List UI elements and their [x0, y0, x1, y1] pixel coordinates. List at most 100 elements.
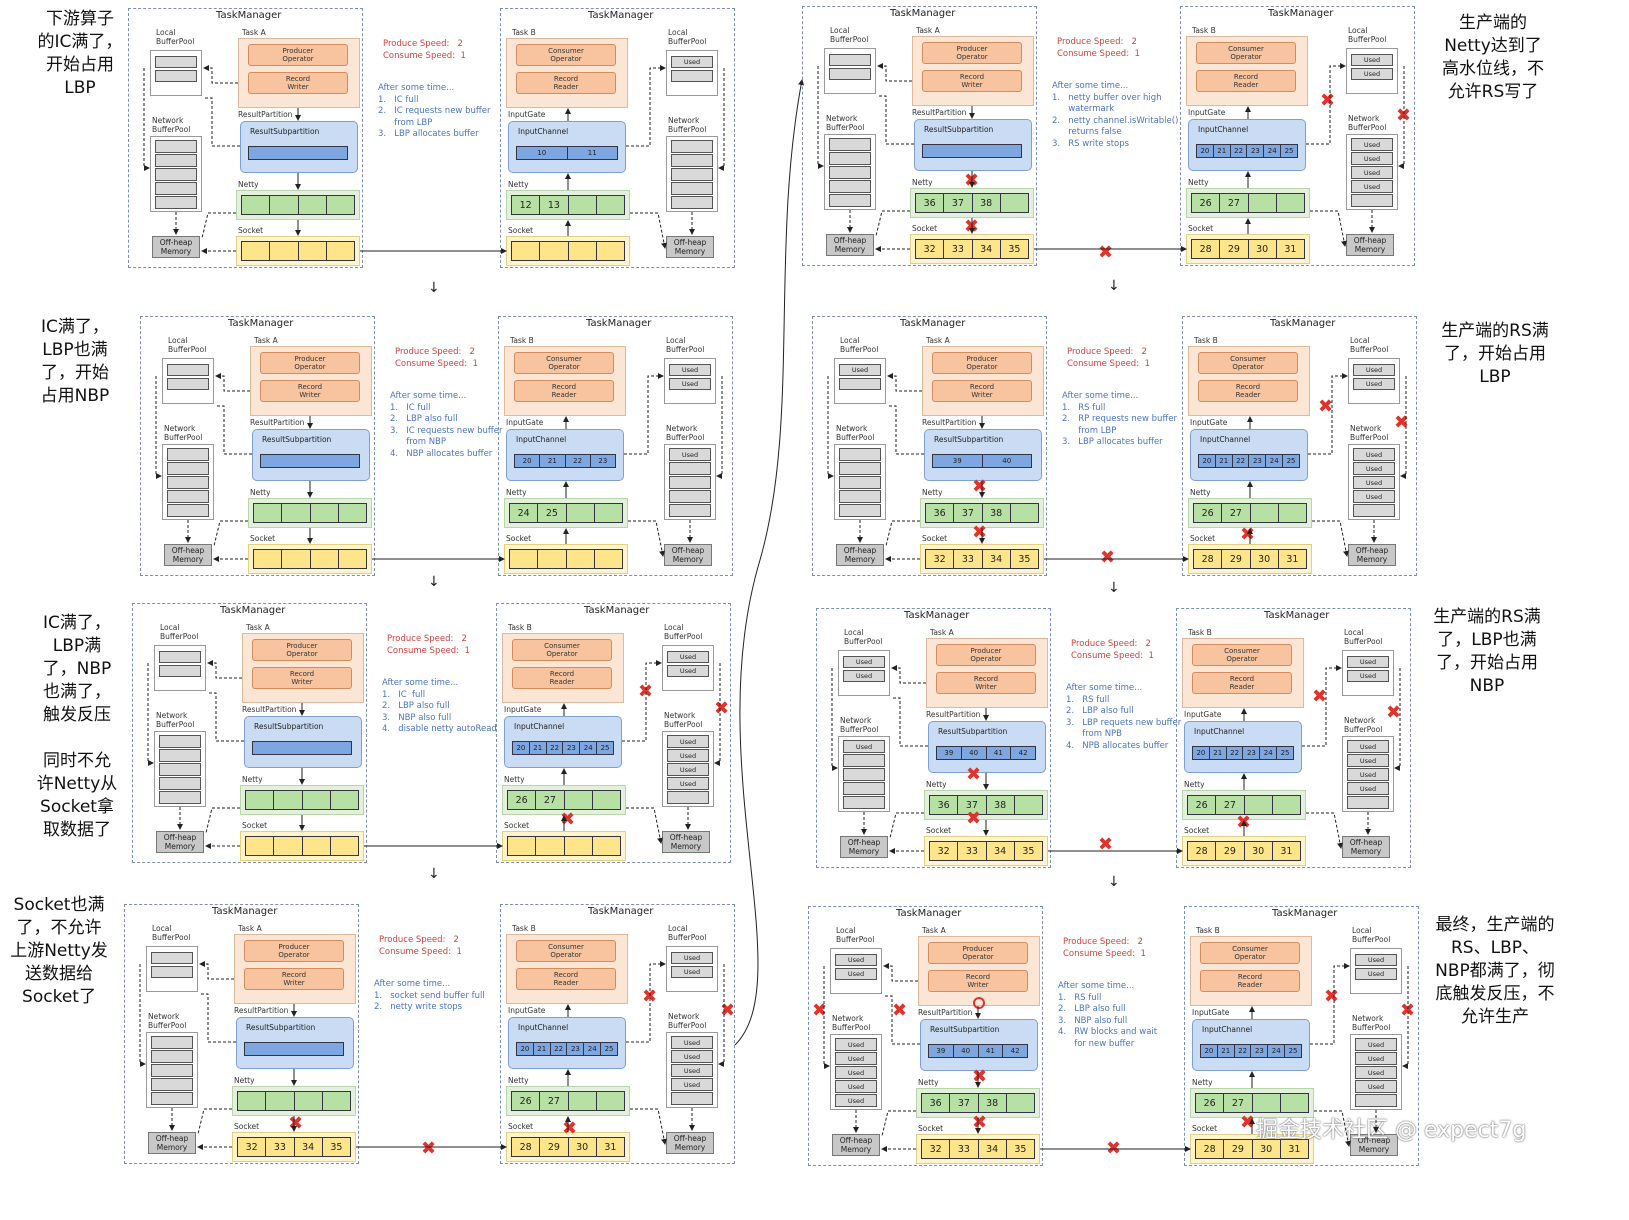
local-pool-b-slot: Used — [669, 378, 711, 390]
netty-a-buffer-slot: 37 — [958, 796, 987, 814]
input-channel-buffer-slot: 20 — [1199, 455, 1216, 467]
socket-label: Socket — [912, 224, 938, 233]
consumer-operator-box: Consumer Operator — [1192, 644, 1292, 666]
task-a-label: Task A — [246, 623, 270, 632]
input-channel-buffer-slot: 20 — [515, 455, 541, 467]
offheap-memory-a: Off-heap Memory — [826, 234, 874, 256]
socket-a-buffer-slot: 33 — [954, 550, 983, 568]
network-pool-slot: Used — [835, 1094, 877, 1107]
network-pool-b-slot — [671, 140, 713, 153]
local-pool-slot: Used — [835, 954, 877, 966]
netty-b-buffer-slot — [568, 196, 597, 214]
local-bufferpool-label: Local BufferPool — [836, 926, 875, 944]
network-pool-b-slot — [1353, 504, 1395, 517]
taskmanager-a-title: TaskManager — [900, 318, 966, 329]
step-description: After some time... 1. IC full 2. LBP als… — [382, 678, 497, 734]
taskmanager-b-panel — [1182, 316, 1417, 576]
netty-a-buffer-slot: 36 — [916, 194, 945, 212]
input-channel-buffer-slot: 22 — [1230, 145, 1248, 157]
result-subpartition-label: ResultSubpartition — [262, 435, 332, 444]
result-subpartition-buffer-slot: 40 — [961, 747, 987, 759]
consumer-operator-box: Consumer Operator — [516, 44, 616, 66]
netty-a-buffer — [245, 790, 359, 810]
block-x-icon: ✖ — [1318, 396, 1334, 417]
network-bufferpool-label: Network BufferPool — [156, 711, 195, 729]
local-pool-slot — [159, 665, 201, 677]
netty-b-buffer-slot — [1278, 504, 1306, 522]
network-pool-b-slot — [671, 154, 713, 167]
block-x-icon: ✖ — [1098, 242, 1114, 263]
netty-b-buffer-slot: 25 — [538, 504, 567, 522]
network-pool-slot — [839, 448, 881, 461]
taskmanager-a-panel — [140, 316, 375, 576]
flow-path — [1302, 665, 1342, 747]
local-bufferpool-label: Local BufferPool — [830, 26, 869, 44]
socket-a-buffer-slot: 34 — [978, 1140, 1007, 1158]
network-pool-b-slot: Used — [671, 1036, 713, 1049]
consumer-operator-box: Consumer Operator — [514, 352, 614, 374]
flow-path — [1306, 63, 1346, 145]
network-pool-slot — [155, 140, 197, 153]
network-pool-b-slot — [671, 196, 713, 209]
task-a-label: Task A — [238, 924, 262, 933]
socket-a-buffer-slot: 34 — [982, 550, 1011, 568]
flow-path — [718, 964, 725, 1067]
block-x-icon: ✖ — [966, 764, 982, 785]
network-pool-b-slot: Used — [667, 777, 709, 790]
flow-path — [884, 995, 920, 1045]
task-b-label: Task B — [512, 28, 536, 37]
network-pool-b-slot: Used — [1351, 152, 1393, 165]
network-bufferpool-label: Network BufferPool — [164, 424, 203, 442]
network-pool-slot — [829, 166, 871, 179]
input-gate-label: InputGate — [1188, 108, 1226, 117]
netty-b-buffer-slot — [1244, 796, 1273, 814]
result-subpartition-label: ResultSubpartition — [246, 1023, 316, 1032]
flow-path — [626, 65, 666, 147]
socket-a-buffer-slot — [298, 242, 327, 260]
task-b-label: Task B — [1192, 26, 1216, 35]
result-partition-label: ResultPartition — [922, 418, 977, 427]
network-pool-b-slot — [669, 462, 711, 475]
network-pool-slot — [155, 196, 197, 209]
local-bufferpool-label: Local BufferPool — [844, 628, 883, 646]
flow-path — [207, 660, 242, 679]
taskmanager-b-title: TaskManager — [1272, 908, 1338, 919]
netty-a-buffer-slot — [302, 791, 331, 809]
result-partition-label: ResultPartition — [250, 418, 305, 427]
annotation-text: 最终，生产端的 RS、LBP、 NBP都满了，彻 底触发反压，不 允许生产 — [1435, 915, 1555, 1027]
netty-b-buffer-slot — [596, 196, 624, 214]
netty-a-buffer-slot — [298, 196, 327, 214]
netty-a-buffer-slot — [282, 504, 311, 522]
network-pool-slot — [839, 462, 881, 475]
network-pool-b-slot — [669, 504, 711, 517]
netty-b-buffer-slot — [1248, 194, 1277, 212]
socket-b-label: Socket — [1184, 826, 1210, 835]
task-b-label: Task B — [1188, 628, 1212, 637]
step-description: After some time... 1. IC full 2. IC requ… — [378, 83, 491, 139]
network-pool-slot — [151, 1078, 193, 1091]
flow-path — [1306, 812, 1343, 849]
netty-a-buffer-slot: 37 — [950, 1094, 979, 1112]
network-bufferpool-b-label: Network BufferPool — [1344, 716, 1383, 734]
netty-b-buffer-slot: 24 — [510, 504, 539, 522]
speed-info: Produce Speed: 2 Consume Speed: 1 — [395, 347, 478, 369]
netty-b-buffer-slot — [1272, 796, 1300, 814]
taskmanager-a-title: TaskManager — [212, 906, 278, 917]
taskmanager-b-title: TaskManager — [586, 318, 652, 329]
netty-a-buffer-slot — [1010, 504, 1038, 522]
socket-b-buffer-slot — [566, 550, 595, 568]
netty-a-buffer-slot — [1000, 194, 1028, 212]
result-subpartition-buffer-slot: 42 — [1003, 1045, 1027, 1057]
netty-a-buffer-slot: 37 — [954, 504, 983, 522]
flow-path — [203, 65, 238, 84]
network-pool-slot — [843, 782, 885, 795]
netty-label: Netty — [912, 178, 933, 187]
